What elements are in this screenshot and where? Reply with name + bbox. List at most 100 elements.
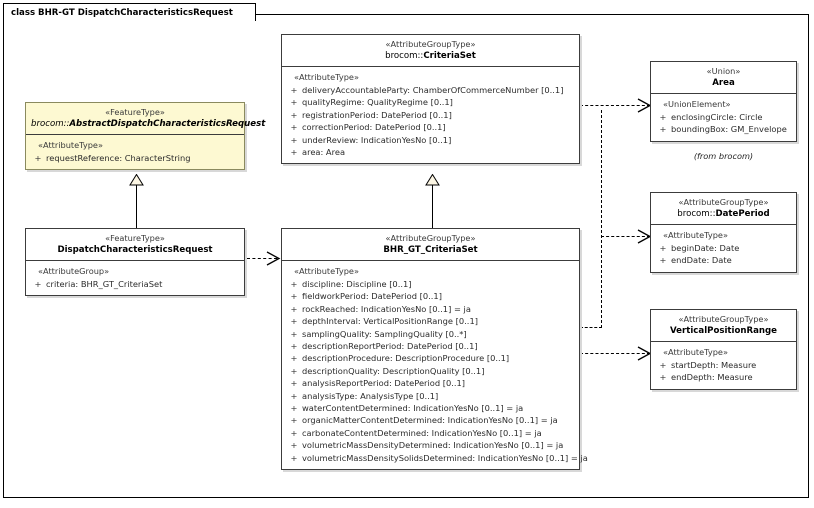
class-stereotype: «AttributeGroupType» — [678, 314, 769, 324]
attribute-signature: registrationPeriod: DatePeriod [0..1] — [302, 109, 452, 120]
diagram-title-tab: class BHR-GT DispatchCharacteristicsRequ… — [3, 3, 256, 21]
class-name-text: DispatchCharacteristicsRequest — [57, 244, 213, 255]
class-name: VerticalPositionRange — [656, 326, 791, 338]
attribute-group-stereotype: «AttributeType» — [294, 266, 359, 276]
attribute-row: +volumetricMassDensitySolidsDetermined: … — [286, 452, 588, 464]
class-header: «AttributeGroupType» VerticalPositionRan… — [651, 310, 796, 342]
attribute-signature: correctionPeriod: DatePeriod [0..1] — [302, 122, 446, 133]
visibility-marker: + — [659, 372, 667, 383]
attribute-row: +boundingBox: GM_Envelope — [655, 123, 792, 135]
attribute-signature: volumetricMassDensityDetermined: Indicat… — [302, 440, 564, 451]
class-criteria-set[interactable]: «AttributeGroupType» brocom::CriteriaSet… — [281, 34, 580, 165]
visibility-marker: + — [290, 316, 298, 327]
attribute-row: + carbonateContentDetermined: IndicationY… — [286, 427, 575, 439]
visibility-marker: + — [290, 97, 298, 108]
visibility-marker: + — [34, 279, 42, 289]
visibility-marker: + — [290, 403, 298, 414]
attribute-signature: descriptionReportPeriod: DatePeriod [0..… — [302, 341, 478, 352]
attribute-signature: rockReached: IndicationYesNo [0..1] = ja — [302, 303, 471, 314]
class-stereotype: «Union» — [706, 66, 741, 76]
diagram-title: class BHR-GT DispatchCharacteristicsRequ… — [11, 8, 233, 18]
class-name: Area — [656, 78, 791, 90]
visibility-marker: + — [290, 427, 298, 438]
attribute-signature: descriptionQuality: DescriptionQuality [… — [302, 365, 485, 376]
class-dispatch-characteristics-request[interactable]: «FeatureType» DispatchCharacteristicsReq… — [25, 228, 245, 297]
visibility-marker: + — [290, 390, 298, 401]
attribute-group-stereotype: «AttributeGroup» — [38, 266, 110, 276]
attribute-row: +discipline: Discipline [0..1] — [286, 278, 575, 290]
dependency-arrowhead — [266, 251, 281, 266]
attribute-signature: endDepth: Measure — [671, 372, 753, 383]
attribute-signature: organicMatterContentDetermined: Indicati… — [302, 415, 558, 426]
attribute-row: + volumetricMassDensityDetermined: Indica… — [286, 439, 575, 451]
attribute-signature: qualityRegime: QualityRegime [0..1] — [302, 97, 453, 108]
attribute-signature: descriptionProcedure: DescriptionProcedu… — [302, 353, 510, 364]
class-name: brocom::DatePeriod — [656, 209, 791, 221]
attribute-signature: discipline: Discipline [0..1] — [302, 279, 412, 289]
attribute-row: + endDepth: Measure — [655, 371, 792, 383]
visibility-marker: + — [290, 134, 298, 145]
class-name-text: BHR_GT_CriteriaSet — [383, 244, 478, 255]
class-abstract-dispatch-characteristics-request[interactable]: «FeatureType» brocom::AbstractDispatchCh… — [25, 102, 265, 171]
attribute-signature: waterContentDetermined: IndicationYesNo … — [302, 403, 524, 414]
attribute-signature: carbonateContentDetermined: IndicationYe… — [302, 427, 542, 438]
visibility-marker: + — [290, 328, 298, 339]
class-bhr-gt-criteria-set[interactable]: «AttributeGroupType» BHR_GT_CriteriaSet … — [281, 228, 588, 471]
attribute-group-stereotype: «UnionElement» — [663, 99, 731, 109]
class-namespace: brocom:: — [31, 118, 70, 129]
class-name-text: DatePeriod — [715, 208, 770, 219]
class-name-text: AbstractDispatchCharacteristicsRequest — [69, 118, 266, 129]
attribute-signature: area: Area — [302, 147, 346, 158]
class-header: «FeatureType» brocom::AbstractDispatchCh… — [26, 103, 265, 135]
attribute-signature: samplingQuality: SamplingQuality [0..*] — [302, 328, 467, 339]
attribute-row: + waterContentDetermined: IndicationYesNo… — [286, 402, 575, 414]
class-attributes: «AttributeType» +deliveryAccountablePart… — [282, 67, 579, 164]
class-vertical-position-range[interactable]: «AttributeGroupType» VerticalPositionRan… — [650, 309, 797, 390]
attribute-signature: deliveryAccountableParty: ChamberOfComme… — [302, 85, 564, 95]
class-name: DispatchCharacteristicsRequest — [31, 245, 239, 257]
class-attributes: «UnionElement» +enclosingCircle: Circle … — [651, 94, 796, 141]
attribute-row: + area: Area — [286, 146, 575, 158]
class-stereotype: «AttributeGroupType» — [678, 197, 769, 207]
attribute-signature: fieldworkPeriod: DatePeriod [0..1] — [302, 291, 442, 302]
class-header: «AttributeGroupType» brocom::DatePeriod — [651, 193, 796, 225]
attribute-row: + analysisReportPeriod: DatePeriod [0..1] — [286, 377, 575, 389]
attribute-row: +rockReached: IndicationYesNo [0..1] = j… — [286, 303, 575, 315]
attribute-signature: analysisReportPeriod: DatePeriod [0..1] — [302, 378, 466, 389]
attribute-row: + underReview: IndicationYesNo [0..1] — [286, 134, 575, 146]
visibility-marker: + — [290, 440, 298, 451]
attribute-row: +fieldworkPeriod: DatePeriod [0..1] — [286, 290, 575, 302]
visibility-marker: + — [659, 360, 667, 370]
attribute-row: +endDate: Date — [655, 254, 792, 266]
class-attributes: «AttributeType» + requestReference: Char… — [26, 135, 244, 170]
visibility-marker: + — [659, 243, 667, 253]
attribute-row: + samplingQuality: SamplingQuality [0..*] — [286, 328, 575, 340]
attribute-row: +deliveryAccountableParty: ChamberOfComm… — [286, 84, 575, 96]
attribute-row: + qualityRegime: QualityRegime [0..1] — [286, 96, 575, 108]
class-header: «Union» Area — [651, 62, 796, 94]
attribute-signature: underReview: IndicationYesNo [0..1] — [302, 134, 452, 145]
attribute-signature: startDepth: Measure — [671, 360, 757, 370]
class-attributes: «AttributeGroup» + criteria: BHR_GT_Crit… — [26, 261, 244, 296]
class-stereotype: «FeatureType» — [105, 233, 165, 243]
attribute-signature: criteria: BHR_GT_CriteriaSet — [46, 279, 163, 289]
class-attributes: «AttributeType» +discipline: Discipline … — [282, 261, 588, 470]
visibility-marker: + — [290, 122, 298, 133]
class-stereotype: «AttributeGroupType» — [385, 233, 476, 243]
visibility-marker: + — [290, 147, 298, 158]
class-date-period[interactable]: «AttributeGroupType» brocom::DatePeriod … — [650, 192, 797, 273]
attribute-group-stereotype: «AttributeType» — [38, 140, 103, 150]
class-attributes: «AttributeType» +beginDate: Date +endDat… — [651, 225, 796, 272]
visibility-marker: + — [290, 415, 298, 426]
visibility-marker: + — [290, 378, 298, 389]
class-namespace: brocom:: — [677, 208, 716, 219]
visibility-marker: + — [290, 365, 298, 376]
class-attributes: «AttributeType» +startDepth: Measure +en… — [651, 342, 796, 389]
attribute-row: +registrationPeriod: DatePeriod [0..1] — [286, 109, 575, 121]
class-area[interactable]: «Union» Area «UnionElement» +enclosingCi… — [650, 61, 797, 142]
attribute-signature: analysisType: AnalysisType [0..1] — [302, 390, 439, 401]
attribute-row: + startDepth: Measure — [655, 359, 792, 371]
class-name: brocom::CriteriaSet — [287, 51, 574, 63]
attribute-signature: enclosingCircle: Circle — [671, 112, 763, 122]
attribute-row: + correctionPeriod: DatePeriod [0..1] — [286, 121, 575, 133]
